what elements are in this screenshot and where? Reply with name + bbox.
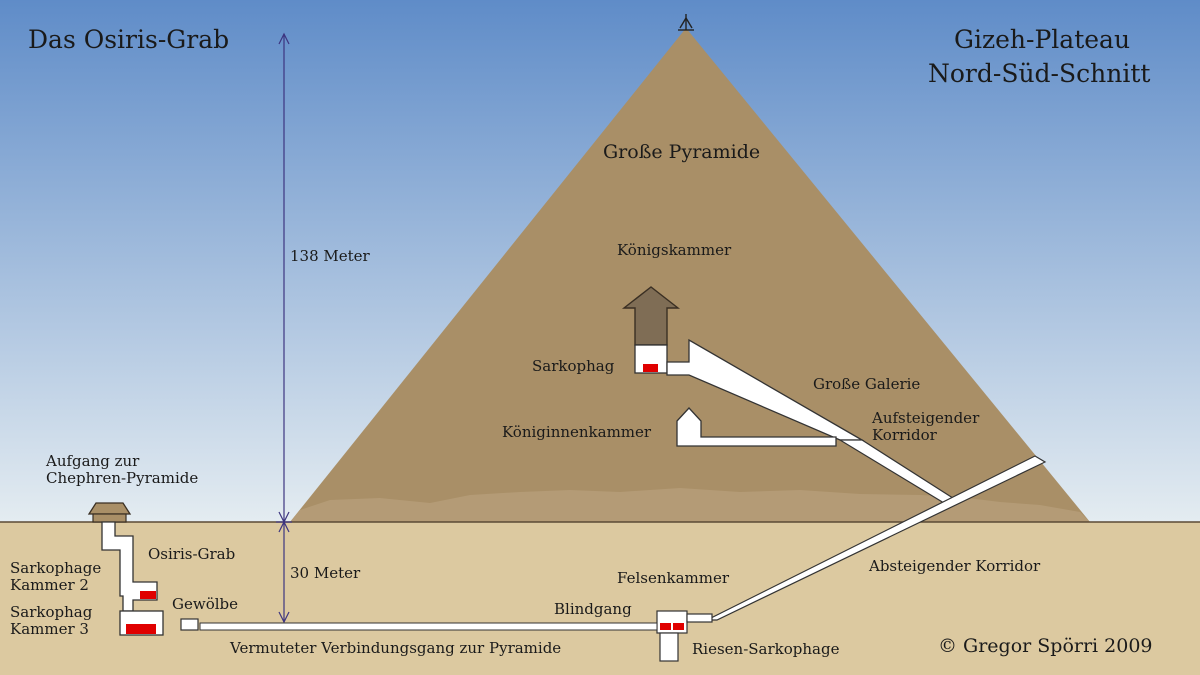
copyright: © Gregor Spörri 2009	[938, 635, 1153, 657]
chamber-3-sarcophagus	[126, 624, 156, 634]
pyramid-body	[290, 28, 1090, 522]
label-osiris-tomb: Osiris-Grab	[148, 545, 236, 563]
relieving-chambers	[621, 286, 681, 346]
queens-chamber	[676, 407, 837, 447]
apex-marker	[678, 14, 694, 31]
shaft-shelter-base	[92, 513, 127, 523]
chamber-2-sarcophagus	[140, 591, 156, 599]
label-ascent: Aufgang zur Chephren-Pyramide	[46, 452, 199, 488]
height-measure	[276, 32, 292, 624]
label-queens-chamber: Königinnenkammer	[502, 423, 652, 441]
connecting-passage	[199, 622, 658, 631]
giant-sarcophagus-2	[673, 623, 684, 630]
label-giant-sarcophagi: Riesen-Sarkophage	[692, 640, 840, 658]
subtitle-line2: Nord-Süd-Schnitt	[928, 59, 1151, 88]
kings-sarcophagus	[643, 364, 658, 372]
label-kings-chamber: Königskammer	[617, 241, 732, 259]
label-pyramid: Große Pyramide	[603, 141, 761, 163]
shaft-shelter	[87, 502, 132, 515]
label-grand-gallery: Große Galerie	[813, 375, 921, 393]
pyramid-bedrock	[290, 488, 1090, 522]
label-ascending-corridor: Aufsteigender Korridor	[872, 409, 980, 445]
ground	[0, 522, 1200, 675]
giant-sarcophagus-1	[660, 623, 671, 630]
rock-chamber-pit	[659, 632, 679, 662]
vault	[180, 618, 199, 631]
subtitle-line1: Gizeh-Plateau	[954, 25, 1131, 54]
label-chamber-3: Sarkophag Kammer 3	[10, 603, 93, 639]
label-vault: Gewölbe	[172, 595, 239, 613]
label-dead-end: Blindgang	[554, 600, 632, 618]
osiris-shaft	[101, 521, 158, 612]
title: Das Osiris-Grab	[28, 25, 230, 54]
label-chamber-2: Sarkophage Kammer 2	[10, 559, 102, 595]
descending-corridor	[706, 455, 1047, 621]
label-depth: 30 Meter	[290, 564, 361, 582]
label-connecting-passage: Vermuteter Verbindungsgang zur Pyramide	[230, 639, 562, 657]
label-sarcophagus: Sarkophag	[532, 357, 615, 375]
label-height: 138 Meter	[290, 247, 370, 265]
label-descending-corridor: Absteigender Korridor	[869, 557, 1041, 575]
dead-end-passage	[686, 613, 713, 623]
label-rock-chamber: Felsenkammer	[617, 569, 730, 587]
